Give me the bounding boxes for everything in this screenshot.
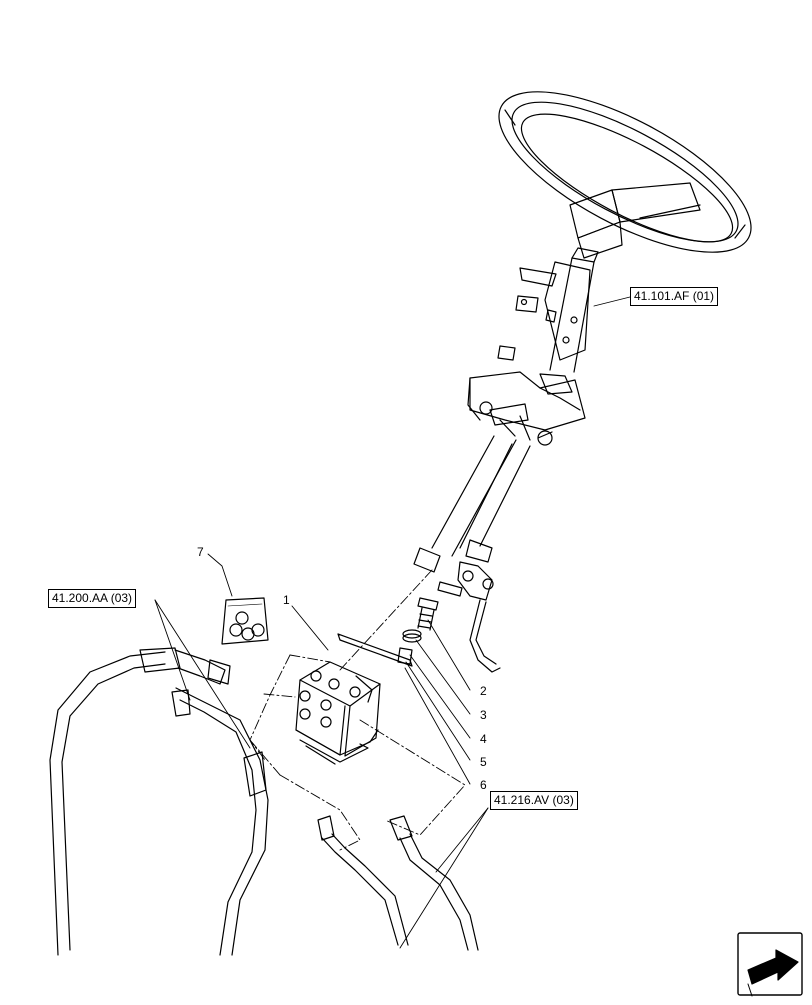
next-page-arrow-icon[interactable] — [737, 932, 803, 997]
ref-box-steering-column[interactable]: 41.101.AF (01) — [630, 287, 719, 306]
hoses-left — [49, 647, 269, 956]
callout-2: 2 — [480, 684, 487, 698]
leader-41-200-b — [154, 599, 251, 749]
assembly-lines — [249, 569, 466, 851]
steering-control-unit — [295, 661, 381, 765]
callout-3: 3 — [480, 708, 487, 722]
callout-5: 5 — [480, 755, 487, 769]
leader-2 — [427, 619, 471, 691]
leader-1 — [291, 605, 329, 651]
steering-wheel — [498, 91, 752, 259]
column-linkage — [437, 561, 501, 673]
leader-4 — [409, 654, 471, 739]
leader-lines — [154, 296, 631, 949]
callout-4: 4 — [480, 732, 487, 746]
leader-41-216-b — [399, 807, 489, 949]
seal-kit — [221, 597, 269, 645]
ref-box-hoses-left[interactable]: 41.200.AA (03) — [48, 589, 137, 608]
leader-3 — [415, 639, 471, 715]
leader-41-200-a — [154, 599, 191, 701]
hoses-bottom — [317, 815, 479, 951]
callout-6: 6 — [480, 778, 487, 792]
small-parts — [337, 597, 439, 667]
leader-7 — [207, 553, 233, 597]
ref-box-hoses-bottom[interactable]: 41.216.AV (03) — [490, 791, 578, 810]
callout-7: 7 — [197, 545, 204, 559]
leader-41-101 — [593, 296, 631, 307]
callout-1: 1 — [283, 593, 290, 607]
leader-41-216-a — [435, 807, 489, 873]
steering-column — [413, 247, 599, 573]
leader-5 — [405, 661, 471, 761]
leader-6 — [404, 667, 471, 785]
